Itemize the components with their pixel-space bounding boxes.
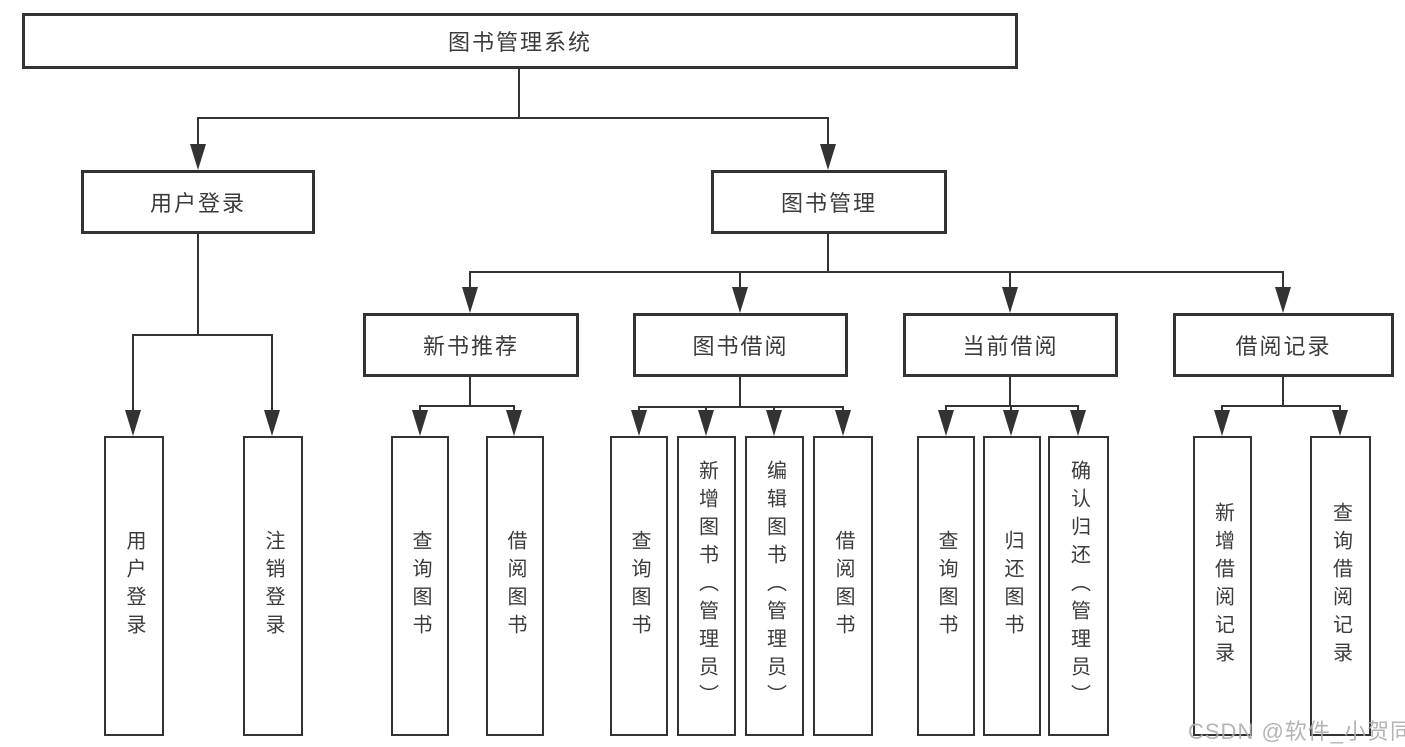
connector-segment [827,233,829,272]
leaf-user-login: 用户登录 [104,436,164,736]
leaf-add-books-admin: 新增图书（管理员） [677,436,736,736]
connector-segment [1009,272,1011,289]
connector-segment [1282,272,1284,289]
node-book-management: 图书管理 [711,170,947,234]
leaf-edit-books-admin: 编辑图书（管理员） [745,436,804,736]
leaf-logout: 注销登录 [243,436,303,736]
connector-segment [773,407,775,412]
leaf-query-books-newbook: 查询图书 [391,436,449,736]
connector-segment [518,68,520,118]
connector-segment [945,405,1079,407]
connector-segment [1282,376,1284,406]
connector-segment [739,272,741,289]
leaf-borrow-books-borrowing: 借阅图书 [813,436,873,736]
connector-segment [1009,376,1011,406]
connector-segment [1221,406,1223,412]
connector-arrowhead [766,410,782,436]
connector-segment [842,407,844,412]
connector-segment [197,118,199,146]
leaf-confirm-return-admin: 确认归还（管理员） [1048,436,1109,736]
connector-segment [469,271,1284,273]
connector-segment [638,406,844,408]
connector-arrowhead [264,410,280,436]
connector-segment [1339,406,1341,412]
watermark-text: CSDN @软件_小贺同学 [1188,719,1405,744]
connector-arrowhead [820,144,836,170]
connector-segment [513,406,515,412]
node-new-book-recommendation: 新书推荐 [363,313,579,377]
connector-segment [197,233,199,335]
connector-segment [469,376,471,406]
connector-arrowhead [1002,287,1018,313]
leaf-query-books-current: 查询图书 [917,436,975,736]
connector-arrowhead [1003,410,1019,436]
leaf-return-books: 归还图书 [983,436,1041,736]
connector-arrowhead [1275,287,1291,313]
leaf-borrow-books-newbook: 借阅图书 [486,436,544,736]
node-current-borrowing: 当前借阅 [903,313,1118,377]
connector-segment [419,405,515,407]
node-borrowing-records: 借阅记录 [1173,313,1394,377]
connector-arrowhead [125,410,141,436]
connector-arrowhead [1332,410,1348,436]
connector-segment [132,335,134,412]
connector-segment [1221,405,1341,407]
connector-segment [705,407,707,412]
connector-segment [945,406,947,412]
connector-arrowhead [1214,410,1230,436]
connector-arrowhead [732,287,748,313]
connector-segment [197,117,829,119]
leaf-query-borrow-record: 查询借阅记录 [1310,436,1371,736]
node-book-borrowing: 图书借阅 [633,313,848,377]
connector-segment [638,407,640,412]
connector-segment [419,406,421,412]
connector-arrowhead [698,410,714,436]
connector-segment [469,272,471,289]
connector-segment [1010,406,1012,412]
leaf-query-books-borrowing: 查询图书 [610,436,668,736]
node-library-management-system: 图书管理系统 [22,13,1018,69]
connector-segment [739,376,741,407]
connector-arrowhead [506,410,522,436]
connector-arrowhead [938,410,954,436]
connector-arrowhead [462,287,478,313]
connector-arrowhead [412,410,428,436]
leaf-add-borrow-record: 新增借阅记录 [1193,436,1252,736]
connector-segment [271,335,273,412]
connector-segment [827,118,829,146]
node-user-login: 用户登录 [81,170,315,234]
connector-arrowhead [1070,410,1086,436]
connector-segment [1077,406,1079,412]
connector-arrowhead [190,144,206,170]
connector-segment [132,334,273,336]
connector-arrowhead [835,410,851,436]
connector-arrowhead [631,410,647,436]
